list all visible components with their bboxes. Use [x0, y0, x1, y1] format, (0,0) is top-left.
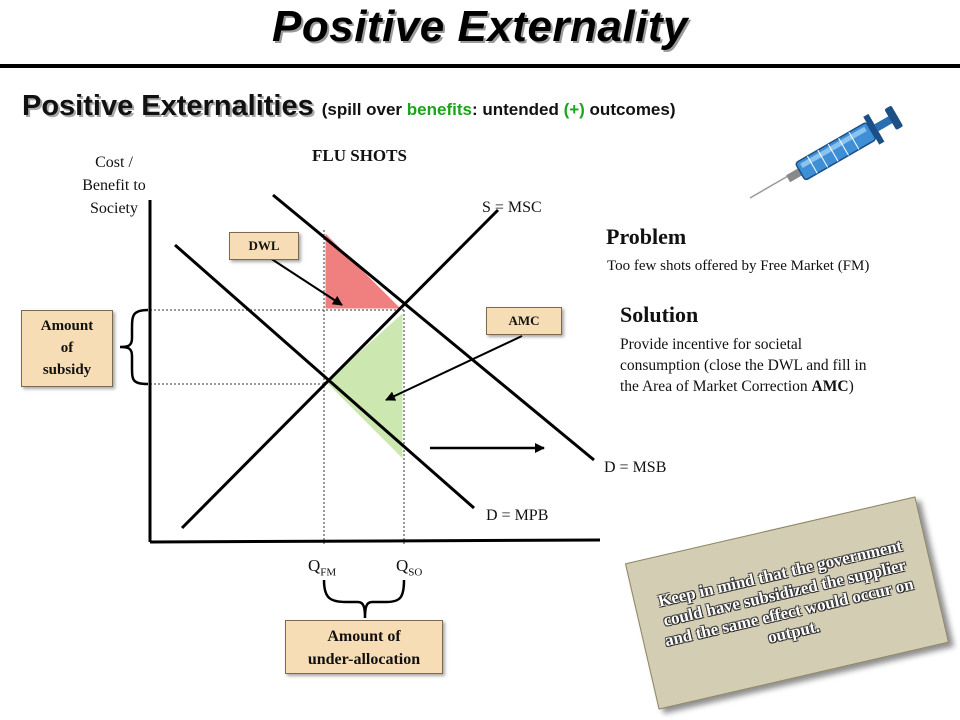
supply-label: S = MSC: [482, 199, 542, 216]
syringe-icon: [749, 106, 903, 199]
y-axis-label: Cost / Benefit to Society: [60, 151, 168, 220]
subtitle-benefits: benefits: [406, 100, 472, 119]
y-axis-label-line: Cost /: [95, 154, 133, 171]
amc-arrow: [385, 335, 523, 401]
subtitle-plus: (+): [563, 100, 585, 119]
problem-text: Too few shots offered by Free Market (FM…: [607, 258, 870, 274]
subtitle-mid: : untended: [471, 100, 564, 119]
q-so-label: QSO: [396, 556, 422, 578]
amc-label-box: AMC: [486, 307, 562, 335]
q-so-main: Q: [396, 556, 409, 575]
underallocation-box-line: Amount of: [327, 628, 401, 645]
subsidy-box-line: of: [60, 340, 74, 356]
underallocation-box-line: under-allocation: [307, 651, 421, 668]
msb-label: D = MSB: [604, 459, 667, 476]
subtitle-paren-close: outcomes): [584, 100, 676, 119]
msb-curve: [272, 193, 595, 462]
x-axis: [149, 538, 601, 544]
problem-heading: Problem: [606, 224, 687, 249]
subsidy-box: Amount of subsidy: [21, 310, 113, 387]
solution-line: consumption (close the DWL and fill in: [620, 357, 867, 374]
q-fm-sub: FM: [320, 566, 337, 579]
subtitle: Positive Externalities (spill over benefi…: [22, 90, 676, 123]
solution-amc: AMC: [811, 378, 849, 395]
subtitle-main: Positive Externalities: [22, 90, 314, 122]
subsidy-box-line: subsidy: [42, 362, 92, 378]
dwl-arrow: [269, 257, 343, 306]
solution-line: the Area of Market Correction AMC): [620, 376, 867, 397]
solution-line-text: the Area of Market Correction: [620, 378, 812, 395]
solution-text: Provide incentive for societal consumpti…: [620, 334, 867, 397]
note-text: Keep in mind that the government could h…: [656, 535, 916, 651]
underallocation-box: Amount of under-allocation: [285, 620, 443, 674]
mpb-curve: [174, 243, 475, 510]
y-axis-label-line: Benefit to: [82, 177, 146, 194]
solution-heading: Solution: [620, 302, 699, 327]
subsidy-brace: [119, 308, 149, 386]
title-divider: [0, 64, 960, 68]
q-fm-label: QFM: [308, 556, 336, 578]
underallocation-brace: [322, 579, 406, 619]
q-fm-main: Q: [308, 556, 321, 575]
supply-curve: [180, 208, 500, 530]
subsidy-box-line: Amount: [40, 318, 94, 334]
q-so-sub: SO: [408, 566, 423, 579]
y-axis-label-line: Society: [90, 200, 138, 217]
page-title: Positive Externality: [272, 2, 688, 51]
mpb-label: D = MPB: [486, 507, 549, 524]
solution-line: Provide incentive for societal: [620, 336, 803, 353]
solution-close-paren: ): [848, 378, 854, 395]
subtitle-paren-open: (spill over: [321, 100, 407, 119]
chart-title: FLU SHOTS: [312, 146, 407, 165]
dwl-label-box: DWL: [229, 232, 299, 260]
